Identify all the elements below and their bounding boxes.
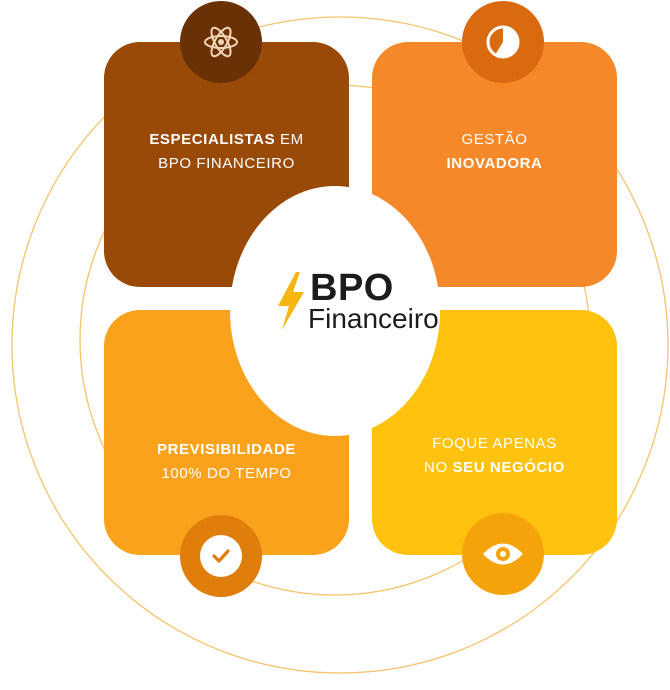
card-gestao-text: GESTÃO INOVADORA: [446, 131, 543, 172]
logo-title: BPO: [310, 267, 394, 309]
card-foque-text: FOQUE APENAS NO SEU NEGÓCIO: [424, 435, 565, 476]
card-especialistas-text: ESPECIALISTAS EM BPO FINANCEIRO: [149, 131, 304, 172]
card-previsibilidade: PREVISIBILIDADE 100% DO TEMPO: [104, 310, 349, 555]
pie-chart-icon: [486, 25, 520, 59]
bpo-logo: BPO Financeiro: [276, 268, 476, 348]
atom-icon: [204, 26, 238, 58]
badge-top-left: [180, 1, 262, 83]
logo-subtitle: Financeiro: [308, 303, 439, 334]
lightning-icon: [278, 272, 304, 330]
badge-top-right: [462, 1, 544, 83]
card-previsibilidade-text: PREVISIBILIDADE 100% DO TEMPO: [156, 441, 297, 482]
eye-icon: [483, 543, 523, 565]
badge-bottom-left: [180, 515, 262, 597]
center-circle: [230, 186, 440, 436]
badge-bottom-right: [462, 513, 544, 595]
check-icon: [212, 549, 230, 563]
